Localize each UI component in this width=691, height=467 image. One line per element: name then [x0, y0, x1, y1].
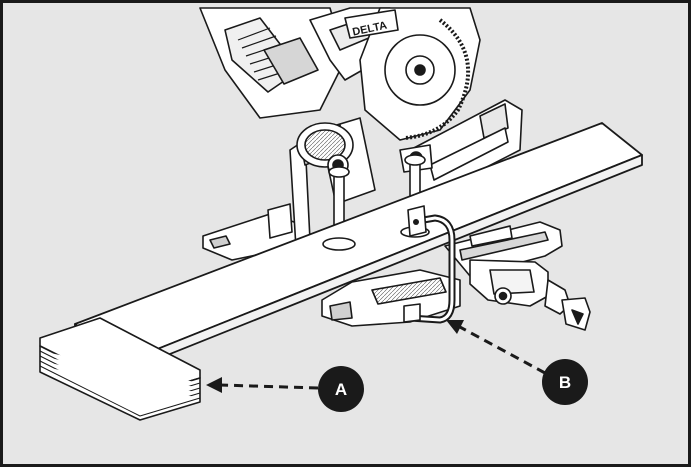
callout-badge-b: B: [542, 359, 588, 405]
callout-arrow-b: [446, 320, 546, 375]
callout-label-a: A: [335, 380, 347, 399]
callout-arrow-a: [206, 377, 319, 393]
workpiece-board: [74, 122, 643, 373]
support-block-stack: [39, 317, 201, 421]
callout-label-b: B: [559, 373, 571, 392]
callout-badge-a: A: [318, 366, 364, 412]
c-clamp: [403, 205, 456, 324]
